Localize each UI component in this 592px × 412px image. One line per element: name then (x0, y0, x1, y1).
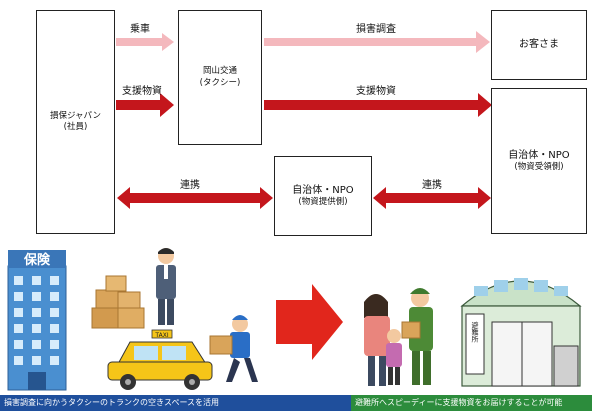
taxi-icon: TAXI (107, 329, 213, 390)
supplies-arrow-1 (116, 93, 174, 117)
insurance-building-icon: 保険 (7, 250, 67, 391)
big-flow-arrow (276, 284, 343, 360)
node-local-provide-line2: (物資提供側) (298, 197, 348, 208)
ride-arrow (116, 33, 174, 51)
node-local-receive: 自治体・NPO (物資受領側) (491, 88, 587, 234)
label-support-supplies-2: 支援物資 (356, 86, 396, 97)
caption-banner-left: 損害調査に向かうタクシーのトランクの空きスペースを活用 (0, 395, 355, 411)
node-sompo-line2: (社員) (63, 122, 88, 132)
label-cooperation-2: 連携 (422, 180, 442, 191)
building-sign-text: 保険 (23, 252, 51, 268)
node-okayama-line2: (タクシー) (199, 77, 241, 88)
cooperation-arrow-2 (373, 187, 491, 209)
node-sompo-line1: 損保ジャパン (49, 110, 101, 121)
damage-survey-arrow (264, 31, 490, 53)
businessman-icon (156, 248, 176, 325)
node-local-provide: 自治体・NPO (物資提供側) (274, 156, 372, 236)
node-sompo-japan: 損保ジャパン (社員) (36, 10, 115, 234)
taxi-sign-text: TAXI (154, 332, 168, 339)
label-ride: 乗車 (130, 24, 150, 35)
node-okayama-kotsu: 岡山交通 (タクシー) (178, 10, 262, 145)
cooperation-arrow-1 (117, 187, 273, 209)
delivery-worker-icon (209, 315, 258, 382)
node-local-provide-line1: 自治体・NPO (292, 184, 354, 196)
shelter-sign-text: 避難所 (471, 321, 479, 344)
cardboard-boxes-icon (91, 275, 145, 329)
left-illustration: 保険 TAXI (7, 248, 258, 391)
label-cooperation-1: 連携 (180, 180, 200, 191)
caption-banner-right: 避難所へスピーディーに支援物資をお届けすることが可能 (351, 395, 592, 411)
node-okayama-line1: 岡山交通 (202, 66, 237, 77)
shelter-building-icon: 避難所 (460, 278, 582, 387)
supplies-arrow-2 (264, 93, 492, 117)
label-support-supplies-1: 支援物資 (122, 86, 162, 97)
node-customer-line1: お客さま (519, 39, 559, 51)
node-local-receive-line2: (物資受領側) (514, 162, 564, 173)
family-icon (364, 294, 402, 386)
node-customer: お客さま (491, 10, 587, 80)
node-local-receive-line1: 自治体・NPO (508, 149, 570, 161)
relief-worker-icon (401, 288, 433, 385)
label-damage-survey: 損害調査 (356, 24, 396, 35)
right-illustration: 避難所 (364, 278, 582, 387)
